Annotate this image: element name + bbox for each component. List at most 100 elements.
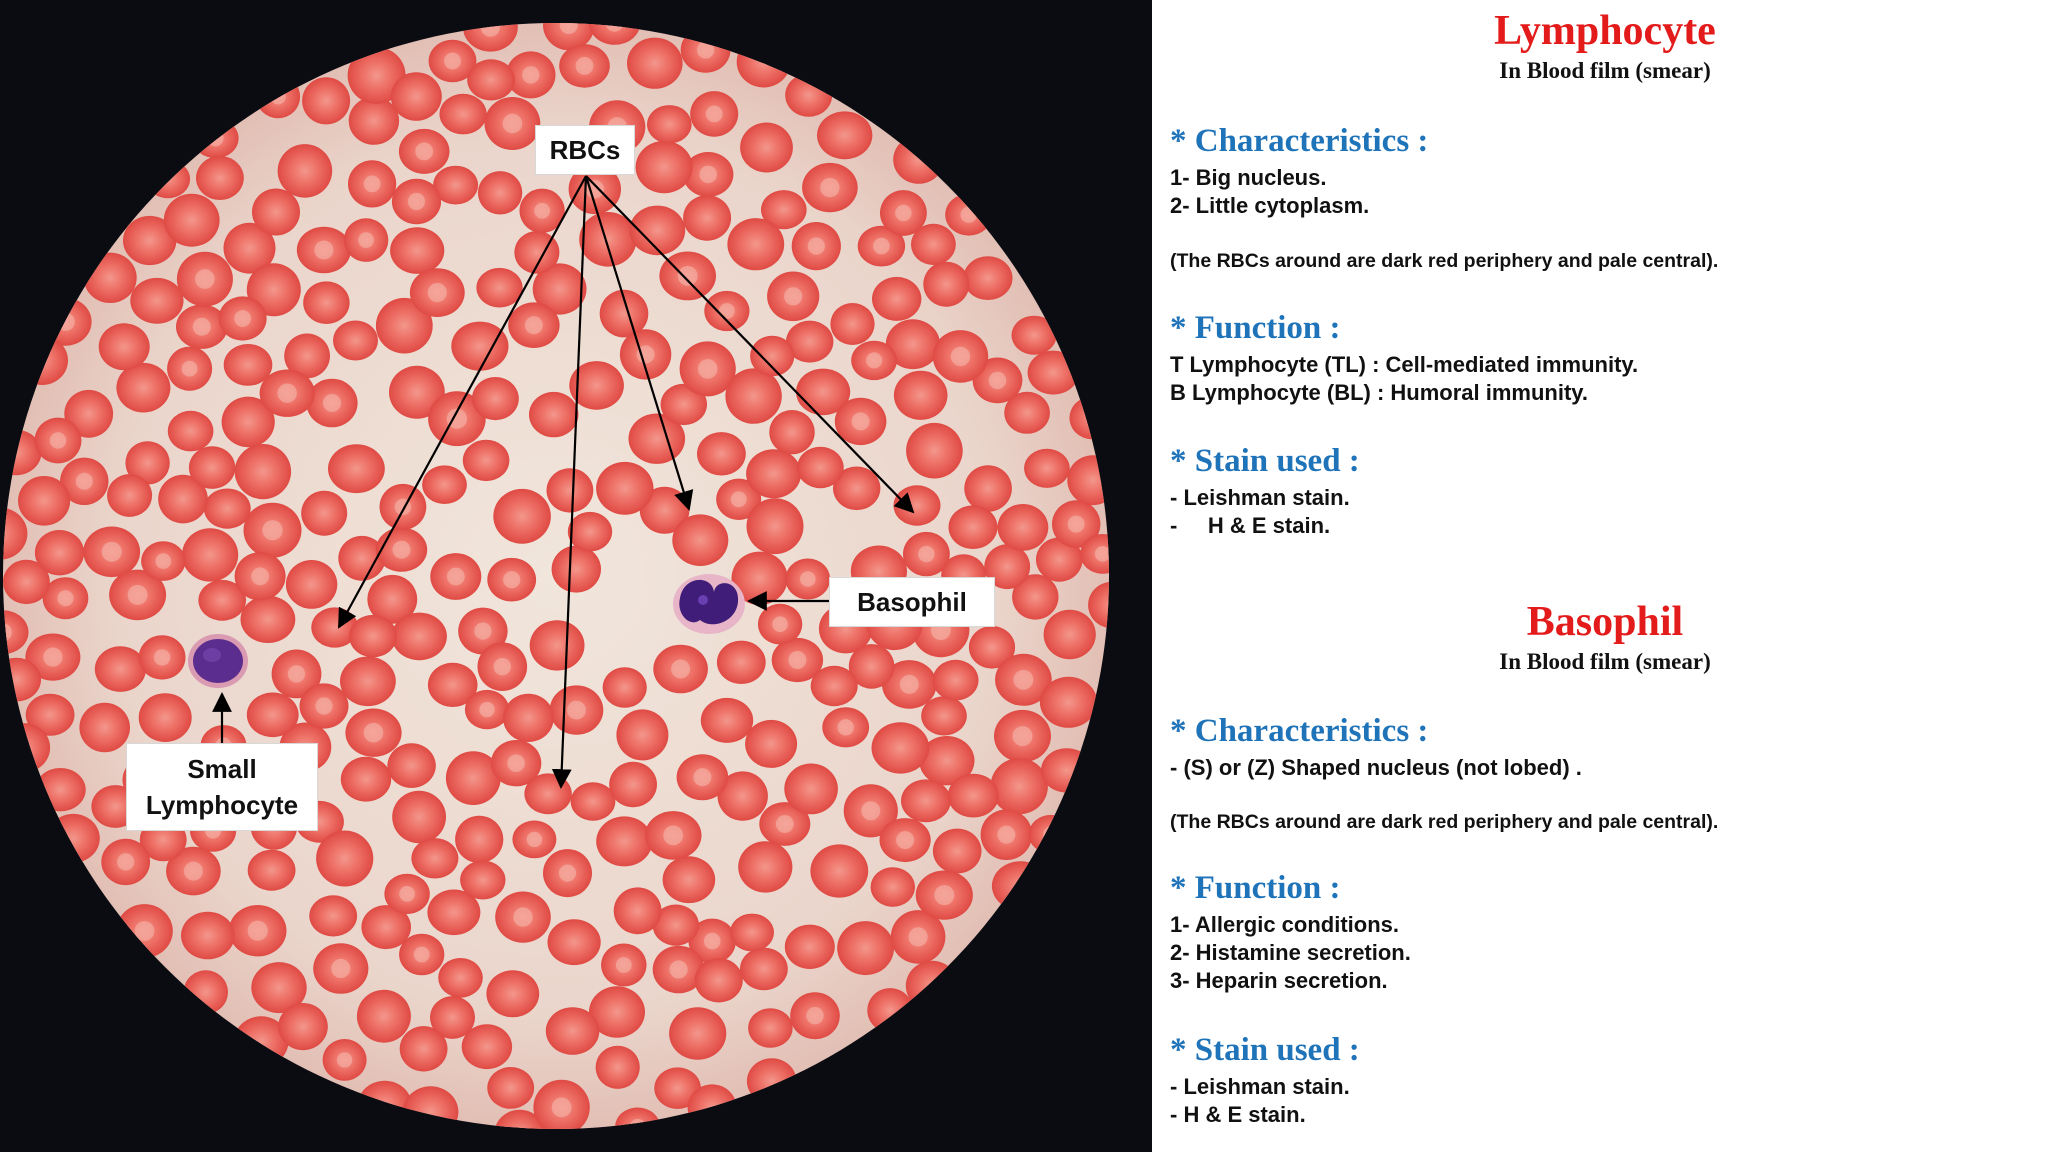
rbc-cell (278, 1003, 328, 1051)
rbc-cell (932, 330, 989, 383)
rbc-cell (963, 256, 1013, 300)
rbc-cell (79, 702, 130, 753)
rbc-cell (785, 558, 831, 600)
rbc-cell (430, 553, 482, 600)
rbcs-arrow-2 (551, 175, 588, 789)
rbc-cell (680, 27, 731, 73)
rbc-cell (529, 620, 585, 671)
rbc-cell (1011, 315, 1057, 355)
rbc-cell (458, 607, 508, 655)
rbc-cell (188, 446, 236, 489)
rbc-cell (921, 696, 967, 736)
rbc-cell (880, 190, 927, 236)
rbc-cell (676, 754, 729, 801)
basophil-subtitle: In Blood film (smear) (1499, 649, 1711, 674)
rbc-cell (834, 397, 887, 446)
rbc-cell (328, 444, 385, 494)
rbc-cell (256, 75, 301, 119)
rbc-cell (652, 904, 699, 946)
rbc-cell (1024, 448, 1070, 488)
rbc-cell (905, 960, 959, 1011)
rbc-cell (547, 919, 601, 966)
basophil-stain-2: - H & E stain. (1170, 1102, 1306, 1127)
rbc-cell (885, 319, 941, 370)
rbc-cell (822, 707, 870, 748)
rbc-cell (717, 771, 768, 821)
rbc-cell (596, 461, 654, 515)
rbc-cell (34, 530, 85, 576)
lymphocyte-stain-2: - H & E stain. (1170, 513, 1331, 538)
rbc-cell (659, 251, 716, 301)
rbcs-label: RBCs (535, 125, 635, 175)
small-lymphocyte-cell (188, 634, 248, 688)
rbc-cell (683, 152, 734, 197)
rbc-cell (167, 410, 214, 452)
basophil-stain-heading: * Stain used : (1170, 1032, 1360, 1068)
rbc-layer (3, 23, 1109, 1129)
rbc-cell (694, 958, 743, 1003)
rbc-cell (644, 811, 702, 860)
rbc-cell (467, 59, 515, 101)
rbc-cell (340, 756, 392, 802)
lymphocyte-function-1: T Lymphocyte (TL) : Cell-mediated immuni… (1170, 352, 1639, 377)
rbc-cell (882, 660, 937, 709)
rbc-cell (3, 723, 51, 773)
rbc-cell (767, 271, 820, 322)
rbc-cell (968, 626, 1016, 669)
rbc-cell (493, 488, 551, 544)
rbc-cell (857, 225, 906, 267)
rbc-cell (433, 165, 479, 205)
rbc-cell (757, 603, 803, 645)
rbc-cell (389, 365, 445, 419)
rbc-cell (508, 302, 560, 349)
rbc-cell (34, 417, 82, 464)
rbc-cell (340, 656, 396, 707)
rbc-cell (109, 569, 167, 621)
rbc-cell (546, 468, 594, 513)
rbc-cell (980, 809, 1033, 860)
rbc-cell (83, 526, 141, 578)
rbc-cell (98, 323, 150, 371)
rbc-cell (679, 341, 736, 397)
rbc-cell (769, 410, 815, 455)
rbc-cell (101, 838, 151, 886)
rbc-cell (430, 996, 475, 1039)
rbc-cell (923, 261, 970, 307)
rbc-cell (411, 838, 459, 879)
rbc-cell (512, 820, 557, 859)
rbc-cell (487, 557, 537, 602)
rbc-cell (247, 849, 296, 891)
rbc-cell (1088, 581, 1109, 629)
basophil-label: Basophil (829, 577, 995, 627)
rbc-cell (463, 23, 518, 52)
rbc-cell (616, 709, 669, 761)
rbc-cell (228, 905, 287, 957)
rbcs-arrow-4 (585, 175, 915, 514)
blood-smear-micrograph (3, 23, 1109, 1129)
rbc-cell (1012, 574, 1059, 620)
rbc-cell (549, 685, 604, 735)
basophil-cell (673, 574, 745, 634)
rbc-cell (464, 689, 510, 730)
rbc-cell (736, 36, 791, 88)
rbc-cell (785, 73, 833, 117)
rbc-cell (176, 251, 233, 307)
rbc-cell (166, 846, 221, 896)
rbc-cell (932, 659, 979, 701)
rbc-cell (919, 736, 975, 786)
rbc-cell (192, 118, 239, 159)
rbc-cell (947, 773, 999, 818)
rbc-cell (903, 531, 950, 577)
rbc-cell (167, 346, 213, 391)
rbc-cell (697, 432, 746, 476)
rbc-cell (398, 128, 450, 174)
basophil-characteristic-1: - (S) or (Z) Shaped nucleus (not lobed) … (1170, 755, 1582, 780)
rbc-cell (745, 719, 798, 768)
rbc-cell (218, 296, 267, 341)
rbc-cell (901, 779, 951, 823)
rbc-cell (422, 465, 467, 505)
rbc-cell (740, 947, 788, 991)
rbc-cell (125, 441, 170, 485)
rbc-cell (567, 511, 613, 552)
